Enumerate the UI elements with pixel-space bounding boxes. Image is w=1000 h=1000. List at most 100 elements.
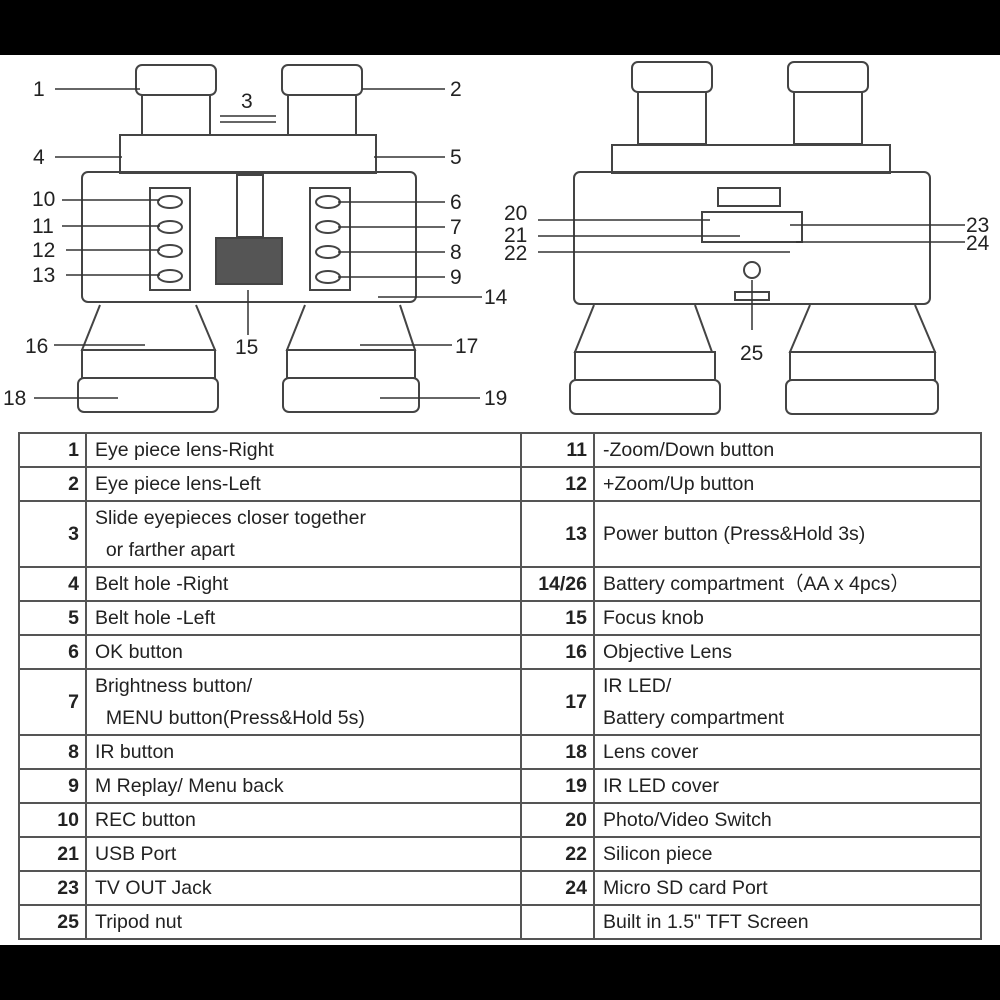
part-description-cell: IR button (85, 734, 522, 770)
part-number-cell: 3 (18, 500, 87, 568)
part-number-cell: 20 (520, 802, 595, 838)
part-description-line: Brightness button/ (95, 675, 253, 697)
part-description-cell: Belt hole -Right (85, 566, 522, 602)
binocular-diagram: 1 2 3 4 5 6 7 8 9 10 11 12 13 14 15 16 1… (0, 55, 1000, 430)
part-number-cell: 6 (18, 634, 87, 670)
part-number-cell: 10 (18, 802, 87, 838)
callout-label: 17 (455, 335, 479, 358)
callout-label: 7 (450, 216, 462, 239)
part-description-cell: Slide eyepieces closer together or farth… (85, 500, 522, 568)
callout-label: 21 (504, 224, 528, 247)
callout-label: 13 (32, 264, 56, 287)
part-description-line: Lens cover (603, 741, 699, 763)
callout-label: 16 (25, 335, 49, 358)
callout-label: 10 (32, 188, 56, 211)
part-description-line: USB Port (95, 843, 177, 865)
part-description-cell: Lens cover (593, 734, 982, 770)
callout-label: 24 (966, 232, 990, 255)
part-description-cell: Silicon piece (593, 836, 982, 872)
part-description-line: Belt hole -Right (95, 573, 229, 595)
part-description-line: TV OUT Jack (95, 877, 212, 899)
back-view-binocular (538, 61, 965, 415)
part-description-cell: Brightness button/ MENU button(Press&Hol… (85, 668, 522, 736)
table-row: 5 Belt hole -Left 15 Focus knob (18, 600, 982, 636)
part-description-line: Focus knob (603, 607, 704, 629)
part-description-cell: Objective Lens (593, 634, 982, 670)
part-number-cell: 22 (520, 836, 595, 872)
part-description-line: IR LED cover (603, 775, 719, 797)
part-description-cell: IR LED cover (593, 768, 982, 804)
callout-label: 1 (33, 78, 45, 101)
part-description-cell: Built in 1.5" TFT Screen (593, 904, 982, 940)
part-description-cell: Focus knob (593, 600, 982, 636)
part-description-cell: Micro SD card Port (593, 870, 982, 906)
part-number-cell: 8 (18, 734, 87, 770)
part-number-cell: 15 (520, 600, 595, 636)
part-description-cell: Tripod nut (85, 904, 522, 940)
part-description-line: Silicon piece (603, 843, 713, 865)
table-row: 1 Eye piece lens-Right 11 -Zoom/Down button (18, 432, 982, 468)
part-number-cell: 1 (18, 432, 87, 468)
part-number-cell: 13 (520, 500, 595, 568)
callout-label: 6 (450, 191, 462, 214)
part-number-cell: 5 (18, 600, 87, 636)
callout-label: 11 (32, 215, 54, 238)
part-description-cell: Belt hole -Left (85, 600, 522, 636)
part-description-line: Tripod nut (95, 911, 183, 933)
part-number-cell: 11 (520, 432, 595, 468)
part-description-line: Eye piece lens-Right (95, 439, 274, 461)
part-description-line: Battery compartment (603, 707, 784, 729)
callout-label: 4 (33, 146, 45, 169)
top-black-bar (0, 0, 1000, 55)
part-description-line: -Zoom/Down button (603, 439, 775, 461)
part-description-cell: M Replay/ Menu back (85, 768, 522, 804)
part-number-cell: 18 (520, 734, 595, 770)
table-row: 23 TV OUT Jack 24 Micro SD card Port (18, 870, 982, 906)
part-description-cell: Power button (Press&Hold 3s) (593, 500, 982, 568)
part-number-cell: 17 (520, 668, 595, 736)
callout-label: 8 (450, 241, 462, 264)
callout-label: 19 (484, 387, 508, 410)
part-description-cell: USB Port (85, 836, 522, 872)
part-description-cell: Photo/Video Switch (593, 802, 982, 838)
part-description-cell: Eye piece lens-Left (85, 466, 522, 502)
part-description-line: IR LED/ (603, 675, 672, 697)
callout-label: 2 (450, 78, 462, 101)
part-description-line: Micro SD card Port (603, 877, 768, 899)
part-number-cell: 2 (18, 466, 87, 502)
callout-label: 22 (504, 242, 528, 265)
part-description-line: Power button (Press&Hold 3s) (603, 523, 866, 545)
part-number-cell: 24 (520, 870, 595, 906)
part-description-line: Photo/Video Switch (603, 809, 772, 831)
callout-label: 9 (450, 266, 462, 289)
part-description-cell: IR LED/Battery compartment (593, 668, 982, 736)
part-number-cell: 23 (18, 870, 87, 906)
bottom-black-bar (0, 945, 1000, 1000)
part-description-line: IR button (95, 741, 175, 763)
part-number-cell: 9 (18, 768, 87, 804)
part-number-cell: 4 (18, 566, 87, 602)
part-description-line: Built in 1.5" TFT Screen (603, 911, 809, 933)
part-description-line: Slide eyepieces closer together (95, 507, 366, 529)
part-description-line: or farther apart (95, 539, 235, 561)
part-description-cell: -Zoom/Down button (593, 432, 982, 468)
callout-label: 23 (966, 214, 990, 237)
callout-label: 25 (740, 342, 764, 365)
part-description-line: +Zoom/Up button (603, 473, 755, 495)
callout-label: 12 (32, 239, 56, 262)
part-description-line: OK button (95, 641, 183, 663)
callout-label: 15 (235, 336, 259, 359)
part-number-cell: 12 (520, 466, 595, 502)
part-number-cell: 25 (18, 904, 87, 940)
callout-label: 5 (450, 146, 462, 169)
part-description-line: Belt hole -Left (95, 607, 216, 629)
part-number-cell: 14/26 (520, 566, 595, 602)
part-description-cell: OK button (85, 634, 522, 670)
part-number-cell: 16 (520, 634, 595, 670)
